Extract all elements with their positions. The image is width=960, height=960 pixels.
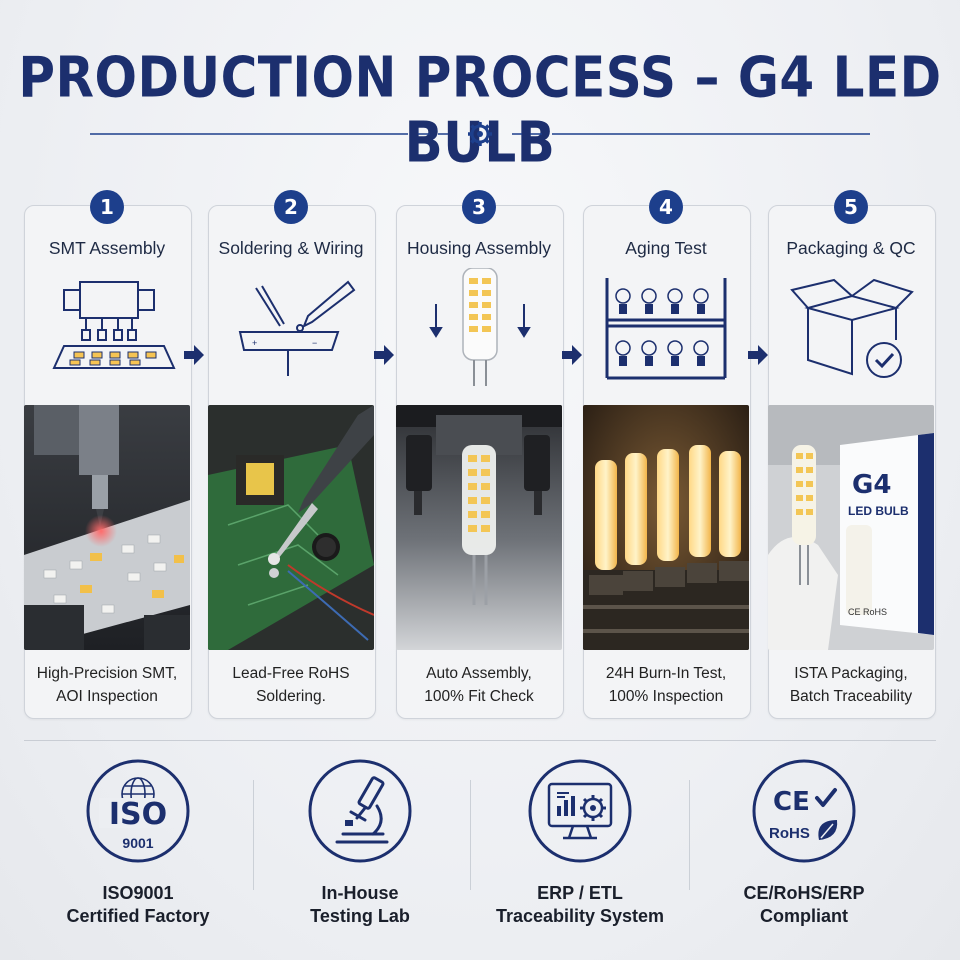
- cert-title: In-House: [321, 883, 399, 903]
- cert-title: ERP / ETL: [537, 883, 623, 903]
- section-divider: [24, 740, 936, 741]
- arrow-right-icon: [748, 345, 768, 365]
- leaf-icon: [818, 820, 838, 840]
- caption-line: 100% Inspection: [608, 688, 724, 705]
- check-icon: [815, 788, 837, 807]
- cert-erp-etl: ERP / ETL Traceability System: [470, 758, 690, 927]
- cert-separator: [470, 780, 471, 890]
- monitor-chart-gear-icon: [528, 759, 632, 863]
- step-number: 4: [649, 190, 683, 224]
- iso-globe-icon: ISO 9001: [86, 759, 190, 863]
- iso-badge-number: 9001: [122, 835, 153, 851]
- step-number: 2: [274, 190, 308, 224]
- cert-ce-rohs: CE RoHS CE/RoHS/ERP Compliant: [694, 758, 914, 927]
- step-title: Soldering & Wiring: [218, 238, 364, 258]
- arrow-right-icon: [562, 345, 582, 365]
- caption-line: High-Precision SMT,: [36, 665, 178, 682]
- caption-line: ISTA Packaging,: [794, 665, 908, 682]
- step-title: SMT Assembly: [48, 238, 166, 258]
- caption-line: Batch Traceability: [789, 688, 913, 705]
- microscope-icon: [308, 759, 412, 863]
- step-caption: Lead-Free RoHS Soldering.: [203, 662, 379, 708]
- smt-machine-icon: [52, 281, 176, 369]
- arrow-right-icon: [374, 345, 394, 365]
- step-title: Housing Assembly: [407, 238, 551, 258]
- step-caption: Auto Assembly, 100% Fit Check: [391, 662, 567, 708]
- cert-testing-lab: In-House Testing Lab: [250, 758, 470, 927]
- step-number: 3: [462, 190, 496, 224]
- arrow-right-icon: [184, 345, 204, 365]
- aging-rack-icon: [605, 278, 727, 380]
- ce-mark: CE: [773, 787, 810, 817]
- cert-subtitle: Testing Lab: [310, 906, 410, 926]
- step-caption: 24H Burn-In Test, 100% Inspection: [578, 662, 754, 708]
- cert-title: CE/RoHS/ERP: [743, 883, 865, 903]
- svg-text:−: −: [312, 338, 317, 348]
- g4-bulb-icon: [429, 268, 531, 386]
- process-steps: 1 SMT Assembly: [22, 190, 938, 720]
- caption-line: 24H Burn-In Test,: [605, 665, 727, 682]
- cert-subtitle: Compliant: [760, 906, 848, 926]
- cert-title: ISO9001: [102, 883, 174, 903]
- step-title: Packaging & QC: [786, 238, 916, 258]
- package-label: LED BULB: [848, 504, 909, 518]
- soldering-iron-icon: + −: [238, 280, 356, 376]
- aging-photo: [583, 405, 749, 650]
- caption-line: Soldering.: [256, 688, 326, 705]
- cert-subtitle: Certified Factory: [66, 906, 210, 926]
- cert-separator: [253, 780, 254, 890]
- rohs-mark: RoHS: [769, 825, 810, 842]
- box-check-icon: [790, 278, 914, 378]
- title-divider: [90, 122, 870, 146]
- step-number: 5: [834, 190, 868, 224]
- step-caption: High-Precision SMT, AOI Inspection: [19, 662, 195, 708]
- page-title: PRODUCTION PROCESS – G4 LED BULB: [18, 45, 942, 175]
- cert-iso9001: ISO 9001 ISO9001 Certified Factory: [28, 758, 248, 927]
- step-title: Aging Test: [625, 238, 707, 258]
- step-caption: ISTA Packaging, Batch Traceability: [763, 662, 939, 708]
- caption-line: Lead-Free RoHS: [232, 665, 350, 682]
- caption-line: Auto Assembly,: [426, 665, 532, 682]
- cert-separator: [689, 780, 690, 890]
- cert-subtitle: Traceability System: [495, 906, 665, 926]
- ce-rohs-leaf-icon: CE RoHS: [752, 759, 856, 863]
- caption-line: AOI Inspection: [56, 688, 158, 705]
- caption-line: 100% Fit Check: [424, 688, 534, 705]
- soldering-photo: [208, 405, 374, 650]
- smt-photo: [24, 405, 190, 650]
- housing-photo: [396, 405, 562, 650]
- packaging-photo: G4 LED BULB CE RoHS: [768, 405, 934, 650]
- step-number: 1: [90, 190, 124, 224]
- iso-badge-text: ISO: [109, 797, 167, 832]
- package-model: G4: [852, 470, 891, 500]
- gear-icon: [468, 122, 492, 146]
- svg-text:+: +: [252, 338, 257, 348]
- package-marks: CE RoHS: [848, 607, 887, 617]
